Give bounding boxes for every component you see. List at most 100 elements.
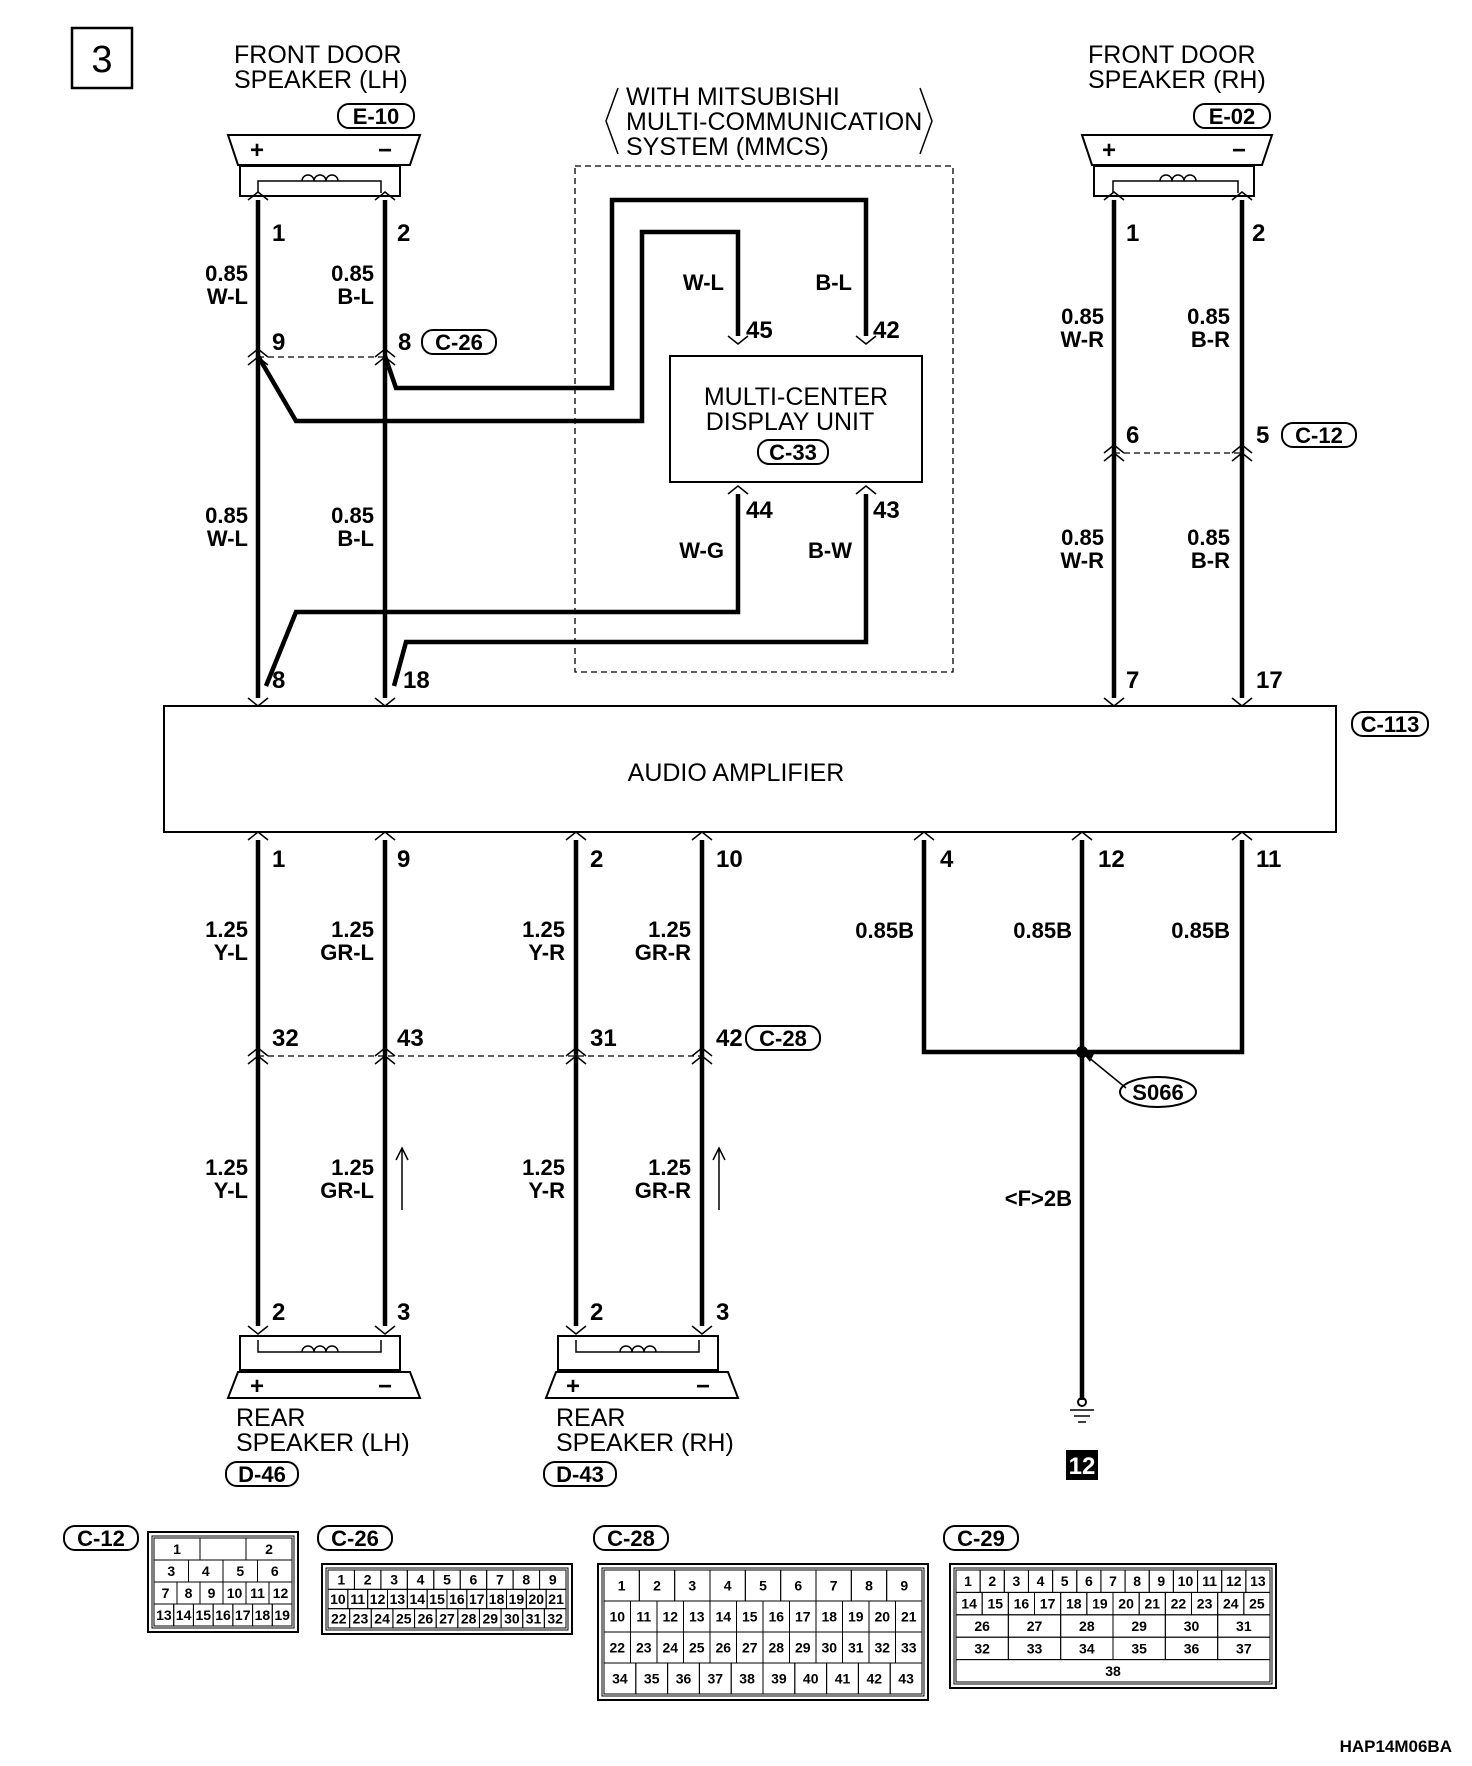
pin-number: 8 bbox=[1133, 1573, 1141, 1589]
pin-number: 11 bbox=[350, 1591, 365, 1607]
pin-number: 31 bbox=[848, 1640, 864, 1656]
pin-number: 33 bbox=[1027, 1640, 1043, 1656]
speaker-horn bbox=[226, 1371, 422, 1399]
connector-inner bbox=[953, 1567, 1273, 1685]
wire-gauge: 0.85 bbox=[1187, 304, 1230, 329]
pin-number: 12 bbox=[1226, 1573, 1242, 1589]
pin-number: 32 bbox=[974, 1640, 990, 1656]
pin-number: 35 bbox=[1131, 1640, 1147, 1656]
wire-color: W-R bbox=[1060, 548, 1104, 573]
connector-c113: C-113 bbox=[1361, 712, 1420, 737]
pin-number: 31 bbox=[1236, 1618, 1252, 1634]
mmcs-note-3: SYSTEM (MMCS) bbox=[626, 133, 829, 161]
junction-mark bbox=[247, 348, 269, 366]
pin-terminal bbox=[727, 485, 877, 495]
coil-frame bbox=[1112, 180, 1239, 193]
pin-number: 1 bbox=[173, 1541, 181, 1557]
pin-number: 16 bbox=[215, 1607, 231, 1623]
connector-housing bbox=[949, 1563, 1277, 1689]
ground-point-badge bbox=[1066, 1450, 1098, 1480]
coil-frame bbox=[575, 1340, 700, 1353]
rear-wiring: 32 43 31 42 C-28 1.25 Y-L 1.25 GR-L 1.25… bbox=[205, 831, 821, 1335]
wire-color: 0.85B bbox=[855, 918, 914, 943]
drawing-code: HAP14M06BA bbox=[1340, 1737, 1452, 1756]
pin-2: 2 bbox=[272, 1299, 285, 1326]
amp-pin-2: 2 bbox=[590, 846, 603, 873]
rear-lh-title-1: REAR bbox=[236, 1404, 305, 1432]
connector-badge bbox=[593, 1525, 669, 1551]
connector-housing bbox=[597, 1563, 929, 1701]
connector-e02: E-02 bbox=[1209, 104, 1255, 129]
c26-pin-9: 9 bbox=[272, 329, 285, 356]
ground-point: 12 bbox=[1069, 1453, 1096, 1480]
amp-pin-11: 11 bbox=[1256, 846, 1281, 873]
pin-number: 4 bbox=[1037, 1573, 1045, 1589]
wire-gauge: 1.25 bbox=[522, 917, 565, 942]
pin-number: 30 bbox=[504, 1610, 520, 1626]
wire-color: GR-R bbox=[635, 940, 691, 965]
pin-number: 26 bbox=[715, 1640, 731, 1656]
wire-color: Y-L bbox=[214, 940, 248, 965]
pin-terminal bbox=[247, 1325, 713, 1335]
pin-number: 20 bbox=[1118, 1596, 1134, 1612]
speaker-body bbox=[557, 1335, 719, 1371]
pin-number: 1 bbox=[337, 1572, 345, 1588]
pin-number: 12 bbox=[370, 1591, 386, 1607]
pin-number: 9 bbox=[900, 1578, 908, 1594]
pin-number: 19 bbox=[274, 1607, 290, 1623]
c26-pin-8: 8 bbox=[398, 329, 411, 356]
pin-number: 15 bbox=[987, 1596, 1003, 1612]
minus-sign: − bbox=[378, 137, 392, 164]
wire-b-w-to-amp bbox=[391, 494, 869, 687]
connector-housing bbox=[147, 1531, 299, 1633]
connector-d46: D-46 bbox=[238, 1462, 286, 1487]
pin-number: 25 bbox=[689, 1640, 705, 1656]
speaker-horn bbox=[544, 1371, 740, 1399]
junction-mark bbox=[1231, 444, 1253, 462]
pin-number: 21 bbox=[901, 1609, 917, 1625]
pin-number: 17 bbox=[469, 1591, 485, 1607]
coil-icon bbox=[301, 174, 339, 182]
pin-number: 10 bbox=[1178, 1573, 1194, 1589]
wire-color: W-R bbox=[1060, 327, 1104, 352]
pin-number: 17 bbox=[795, 1609, 811, 1625]
pin-number: 9 bbox=[549, 1572, 557, 1588]
pin-number: 33 bbox=[901, 1640, 917, 1656]
pin-number: 2 bbox=[265, 1541, 273, 1557]
amplifier-box bbox=[163, 705, 1337, 833]
amp-pin-1: 1 bbox=[272, 846, 285, 873]
pin-number: 5 bbox=[759, 1578, 767, 1594]
wire-color: B-L bbox=[815, 270, 852, 295]
wire-color: GR-R bbox=[635, 1178, 691, 1203]
wire-color: W-L bbox=[207, 284, 248, 309]
amp-pin-12: 12 bbox=[1098, 846, 1125, 873]
coil-icon bbox=[619, 1345, 657, 1353]
connector-view-label: C-28 bbox=[607, 1526, 655, 1551]
wire-color: GR-L bbox=[320, 940, 374, 965]
speaker-horn bbox=[226, 134, 422, 166]
connector-badge bbox=[1281, 422, 1357, 448]
amp-pin-18: 18 bbox=[403, 667, 430, 694]
arrow-up-icon bbox=[395, 1146, 409, 1210]
pin-number: 8 bbox=[522, 1572, 530, 1588]
connector-inner bbox=[325, 1567, 569, 1631]
coil-frame bbox=[257, 1340, 382, 1353]
pin-number: 29 bbox=[482, 1610, 498, 1626]
coil-frame bbox=[257, 180, 382, 193]
pin-number: 19 bbox=[1092, 1596, 1108, 1612]
splice-s066: S066 bbox=[1132, 1080, 1183, 1105]
pin-number: 5 bbox=[1061, 1573, 1069, 1589]
amp-pin-10: 10 bbox=[716, 846, 743, 873]
wire-color: 0.85B bbox=[1171, 918, 1230, 943]
pin-2: 2 bbox=[590, 1299, 603, 1326]
c28-pin-32: 32 bbox=[272, 1025, 299, 1052]
bracket-left bbox=[605, 87, 619, 155]
amp-pin-8: 8 bbox=[272, 667, 285, 694]
pin-number: 1 bbox=[964, 1573, 972, 1589]
pin-number: 21 bbox=[1144, 1596, 1160, 1612]
wire-b-l-to-mcdu bbox=[382, 197, 869, 391]
pin-number: 13 bbox=[156, 1607, 172, 1623]
